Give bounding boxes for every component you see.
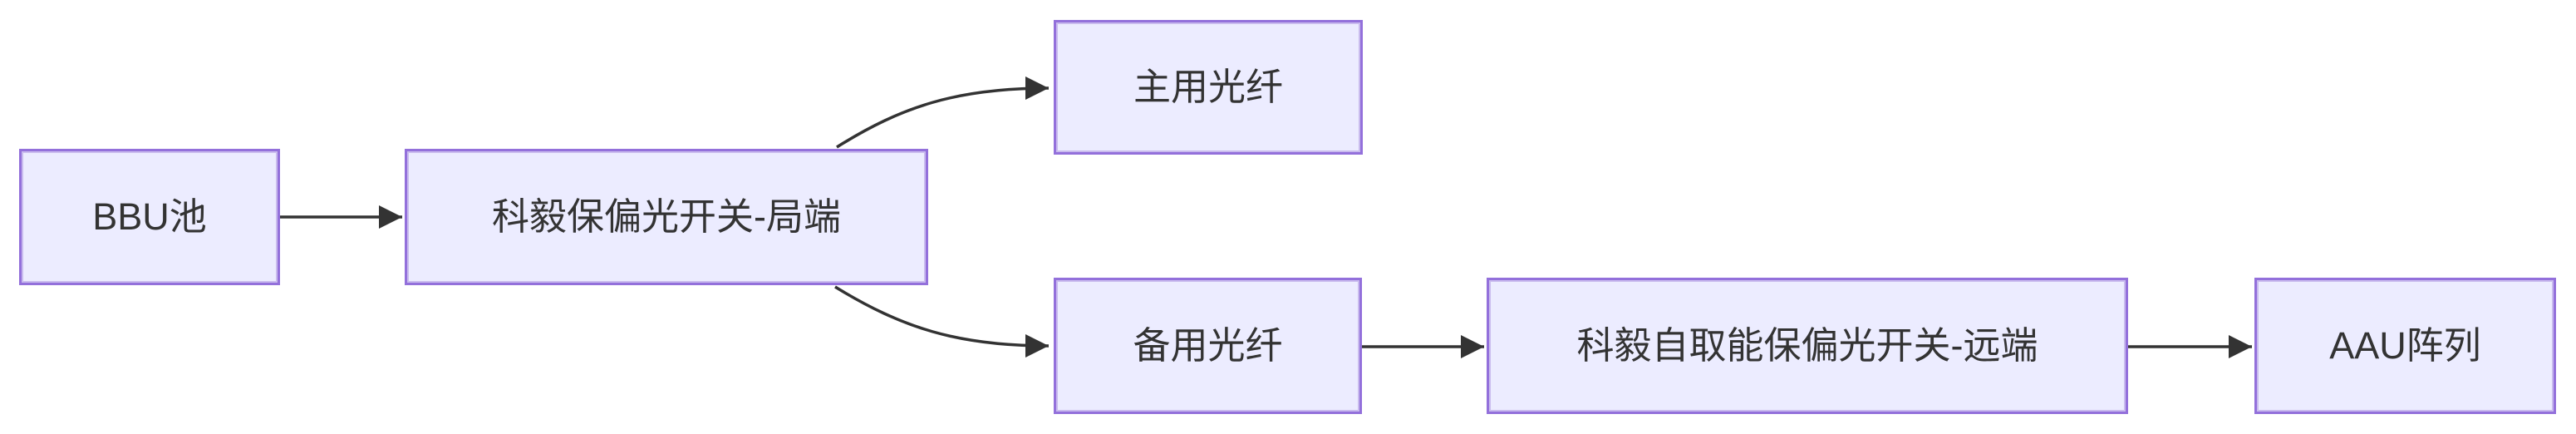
node-backup-fiber-label: 备用光纤 <box>1133 324 1283 367</box>
node-primary-fiber-label: 主用光纤 <box>1133 66 1283 108</box>
node-remote-end-switch-label: 科毅自取能保偏光开关-远端 <box>1576 324 2038 367</box>
node-aau-array: AAU阵列 <box>2254 278 2556 414</box>
node-bbu-pool: BBU池 <box>19 149 280 285</box>
node-bbu-pool-label: BBU池 <box>92 195 207 238</box>
node-local-end-switch-label: 科毅保偏光开关-局端 <box>492 195 841 238</box>
edge-local-switch-to-primary-fiber <box>836 76 1050 149</box>
node-primary-fiber: 主用光纤 <box>1054 20 1363 155</box>
node-local-end-switch: 科毅保偏光开关-局端 <box>405 149 928 285</box>
edge-local-switch-to-backup-fiber <box>834 285 1050 358</box>
node-aau-array-label: AAU阵列 <box>2329 324 2481 367</box>
node-remote-end-switch: 科毅自取能保偏光开关-远端 <box>1487 278 2128 414</box>
node-backup-fiber: 备用光纤 <box>1054 278 1362 414</box>
